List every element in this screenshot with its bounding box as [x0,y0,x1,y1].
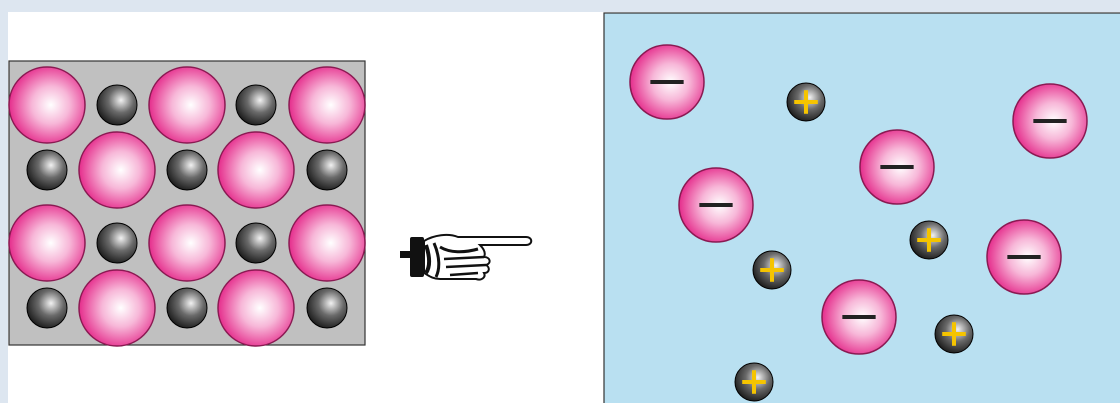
cation-plus-icon [306,287,348,329]
anion-minus-icon [288,204,366,282]
anion-minus-icon [8,66,86,144]
anion-minus-icon [217,131,295,209]
cation-plus-icon [235,222,277,264]
cation-plus-icon [26,287,68,329]
anion-minus-icon [78,131,156,209]
cation-plus-icon [934,314,974,354]
cation-plus-icon [96,222,138,264]
ionic-crystal-lattice [8,60,366,347]
anion-minus-icon [217,269,295,347]
cation-plus-icon [166,287,208,329]
cation-plus-icon [786,82,826,122]
cation-plus-icon [96,84,138,126]
pointing-hand-icon [400,233,533,281]
cation-plus-icon [734,362,774,402]
anion-minus-icon [8,204,86,282]
cation-plus-icon [306,149,348,191]
anion-minus-icon [148,66,226,144]
anion-minus-icon [859,129,935,205]
anion-minus-icon [629,44,705,120]
ions-in-solution [603,12,1120,403]
anion-minus-icon [78,269,156,347]
cation-plus-icon [752,250,792,290]
cation-plus-icon [26,149,68,191]
anion-minus-icon [1012,83,1088,159]
anion-minus-icon [986,219,1062,295]
cation-plus-icon [235,84,277,126]
anion-minus-icon [288,66,366,144]
cation-plus-icon [909,220,949,260]
anion-minus-icon [148,204,226,282]
cation-plus-icon [166,149,208,191]
anion-minus-icon [678,167,754,243]
anion-minus-icon [821,279,897,355]
